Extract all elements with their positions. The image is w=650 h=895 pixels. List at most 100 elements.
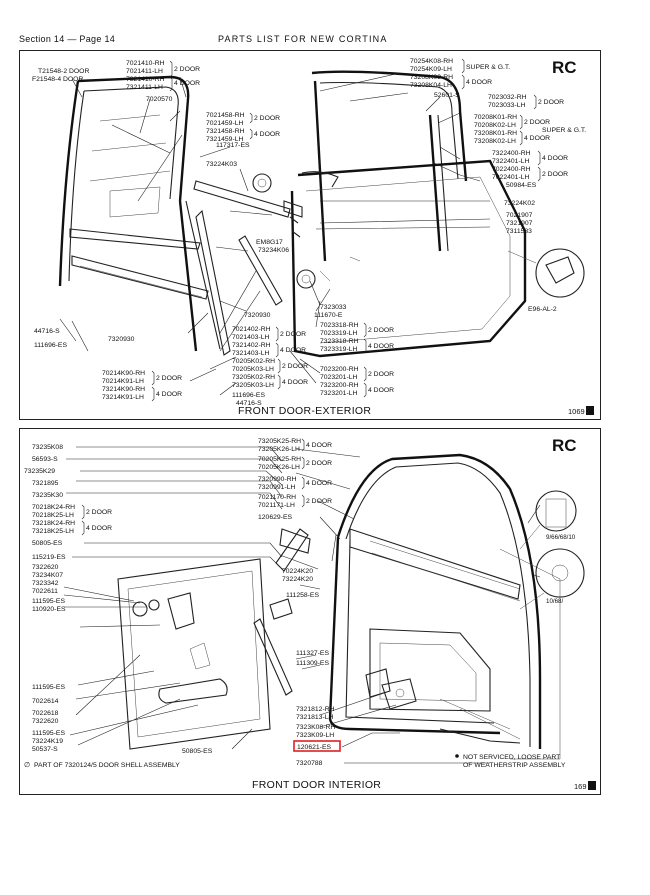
part-label: 70205K02-RH <box>232 358 275 365</box>
door-type-label: 4 DOOR <box>466 79 492 86</box>
door-type-label: 4 DOOR <box>254 131 280 138</box>
part-label: 56593-S <box>32 456 58 463</box>
part-label: 73218K24-RH <box>32 520 75 527</box>
part-label: 7321410-RH <box>126 76 165 83</box>
part-label: 70254K08-RH <box>410 58 453 65</box>
door-body-drawing <box>290 70 527 358</box>
part-label: 70214K90-RH <box>102 370 145 377</box>
part-label: 7022401-LH <box>492 174 530 181</box>
part-label: 7321459-LH <box>206 136 244 143</box>
part-label: 120629-ES <box>258 514 292 521</box>
part-label: 73205K25-RH <box>258 438 301 445</box>
footnote-right-line2: OF WEATHERSTRIP ASSEMBLY <box>463 762 566 769</box>
part-label: 111696-ES <box>34 342 67 349</box>
leader-lines <box>63 446 541 764</box>
diagram-caption: FRONT DOOR-EXTERIOR <box>238 405 371 417</box>
part-label: 73208K03-RH <box>410 74 453 81</box>
part-label: 7023200-RH <box>320 366 359 373</box>
part-label: 7323318-RH <box>320 338 359 345</box>
door-type-label: 4 DOOR <box>174 80 200 87</box>
interior-diagram: RC <box>24 436 596 791</box>
trim-label: SUPER & G.T. <box>466 64 510 71</box>
door-type-label: 2 DOOR <box>368 327 394 334</box>
window-frame-drawing <box>58 75 231 356</box>
part-label: 7322620 <box>32 718 59 725</box>
highlighted-part-label: 120621-ES <box>297 744 331 751</box>
door-type-label: 2 DOOR <box>306 498 332 505</box>
door-type-label: 2 DOOR <box>174 66 200 73</box>
part-label: 73205K03-LH <box>232 382 274 389</box>
figure-number: 1069 <box>568 407 585 416</box>
part-label: 73218K25-LH <box>32 528 74 535</box>
part-label: F21548-4 DOOR <box>32 76 83 83</box>
diagram-caption: FRONT DOOR INTERIOR <box>252 779 381 791</box>
part-label: 73235K08 <box>32 444 63 451</box>
part-label: 70205K25-RH <box>258 456 301 463</box>
part-label: 52601-S <box>434 92 460 99</box>
part-label: 7021170-RH <box>258 494 296 501</box>
door-type-label: 2 DOOR <box>538 99 564 106</box>
door-type-label: 2 DOOR <box>368 371 394 378</box>
part-label: 73224K03 <box>206 161 237 168</box>
part-label: 7021459-LH <box>206 120 244 127</box>
part-label: 7022618 <box>32 710 59 717</box>
trim-panel-drawing <box>117 528 311 750</box>
part-label: 7320990-RH <box>258 476 297 483</box>
part-label: 7321411-LH <box>126 84 163 91</box>
exterior-diagram: RC <box>32 58 594 417</box>
part-label: 111327-ES <box>296 650 329 657</box>
part-label: 73224K20 <box>282 576 313 583</box>
part-label: 7323201-LH <box>320 390 358 397</box>
page-title: PARTS LIST FOR NEW CORTINA <box>218 34 388 44</box>
part-label: 110920-ES <box>32 606 66 613</box>
door-type-label: 4 DOOR <box>86 525 112 532</box>
part-label: 73214K90-RH <box>102 386 145 393</box>
part-label: 7323319-LH <box>320 346 358 353</box>
door-type-label: 2 DOOR <box>280 331 306 338</box>
part-label: 111670-E <box>314 312 343 319</box>
part-label: 70214K91-LH <box>102 378 144 385</box>
part-label: 111595-ES <box>32 730 65 737</box>
door-type-label: 2 DOOR <box>156 375 182 382</box>
door-type-label: 4 DOOR <box>280 347 306 354</box>
part-label: 7321812-RH <box>296 706 335 713</box>
leader-lines <box>59 72 491 396</box>
part-label: 9/66/68/10 <box>546 534 576 541</box>
door-type-label: 4 DOOR <box>524 135 550 142</box>
part-label: 7323200-RH <box>320 382 359 389</box>
part-label: 7023319-LH <box>320 330 358 337</box>
highlight-box <box>293 740 341 752</box>
part-label: 7021411-LH <box>126 68 163 75</box>
bullet-icon <box>455 754 459 758</box>
part-label: 7023032-RH <box>488 94 527 101</box>
part-label: 7023033-LH <box>488 102 526 109</box>
part-label: 7323342 <box>32 580 59 587</box>
part-number-labels: 73235K08 56593-S 73235K29 7321895 73235K… <box>24 438 576 767</box>
part-label: 44716-S <box>236 400 262 407</box>
part-label: 7321402-RH <box>232 342 271 349</box>
trim-label: SUPER & G.T. <box>542 127 586 134</box>
part-label: 7323K08-RH <box>296 724 335 731</box>
figure-number: 169 <box>574 782 587 791</box>
part-label: 7021458-RH <box>206 112 245 119</box>
door-type-label: 2 DOOR <box>282 363 308 370</box>
part-label: 7023318-RH <box>320 322 359 329</box>
part-label: 73235K29 <box>24 468 55 475</box>
part-label: 7020570 <box>146 96 173 103</box>
part-label: 73234K07 <box>32 572 63 579</box>
part-label: 7323033 <box>320 304 347 311</box>
part-label: 44716-S <box>34 328 60 335</box>
part-label: 70224K20 <box>282 568 313 575</box>
part-label: 70218K24-RH <box>32 504 75 511</box>
part-label: 7023201-LH <box>320 374 358 381</box>
part-label: 7311583 <box>506 228 532 235</box>
part-label: 73205K26-LH <box>258 446 300 453</box>
part-label: 73208K01-RH <box>474 130 517 137</box>
part-label: E96-AL-2 <box>528 306 557 313</box>
part-label: 7322401-LH <box>492 158 530 165</box>
part-label: 7322400-RH <box>492 150 531 157</box>
part-label: 70208K01-RH <box>474 114 517 121</box>
part-label: 73224K02 <box>504 200 535 207</box>
part-label: 7021402-RH <box>232 326 271 333</box>
part-label: 50984-ES <box>506 182 537 189</box>
